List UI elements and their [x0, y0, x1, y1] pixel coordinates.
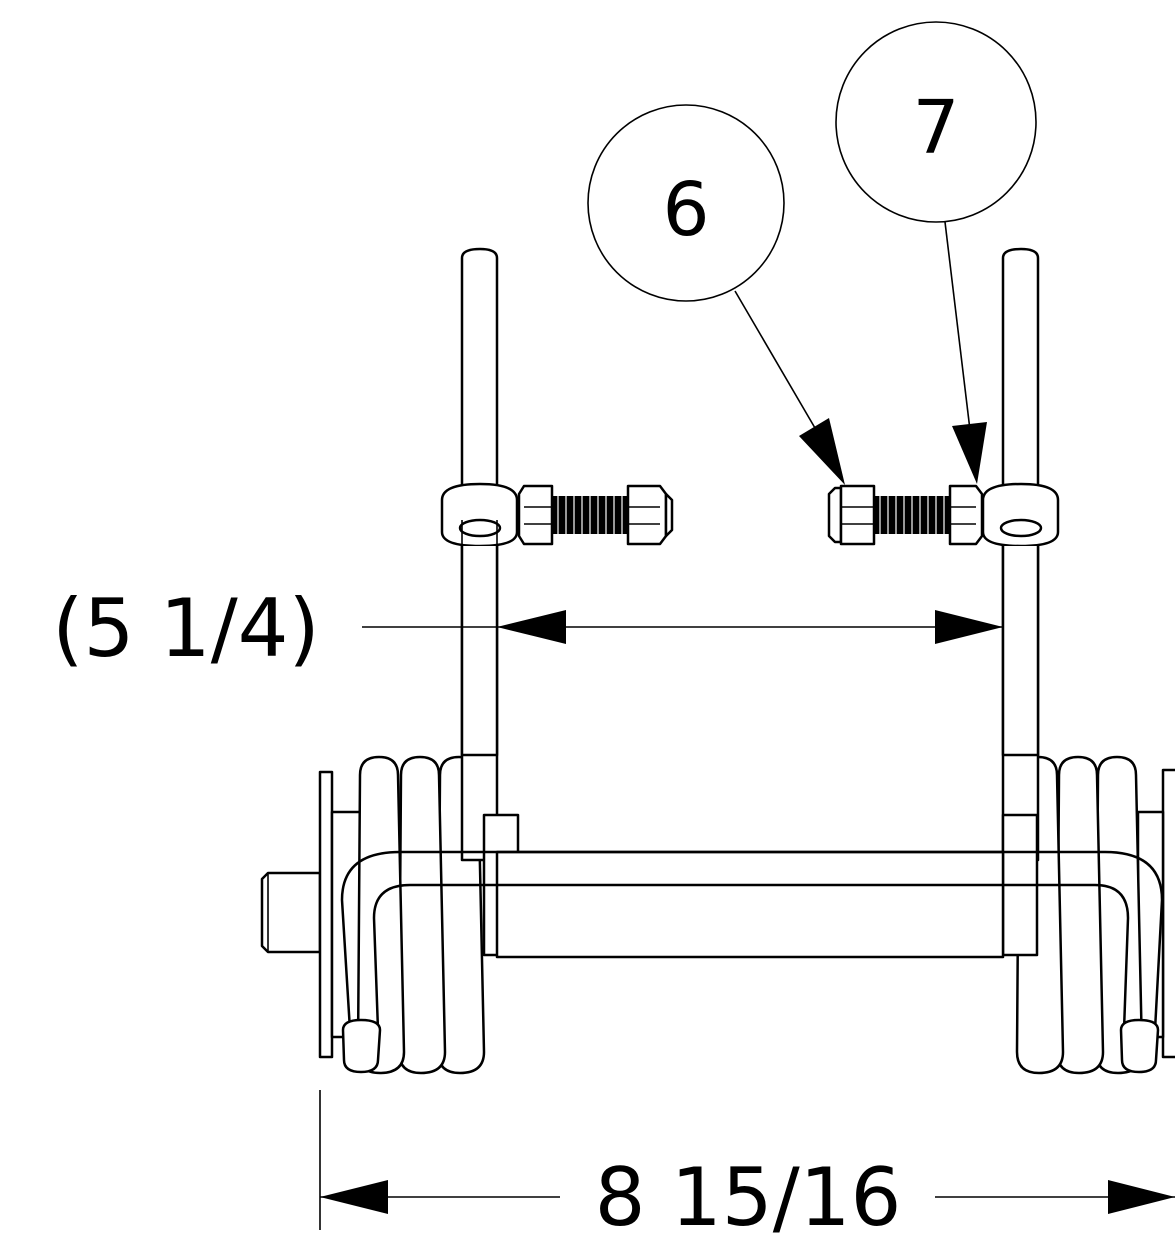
left-bolt-assembly: [517, 484, 674, 546]
balloon-6: 6: [587, 104, 845, 485]
overall-width-label: 8 15/16: [595, 1151, 902, 1242]
dimension-arrowhead: [935, 610, 1003, 644]
right-bolt-assembly: [827, 484, 984, 546]
left-spring-assembly: [260, 247, 519, 1075]
balloon-circle: [587, 104, 785, 302]
balloon-circle: [835, 21, 1037, 223]
left-end-plate: [318, 770, 334, 1059]
leader-arrowhead: [799, 418, 845, 485]
leader-arrowhead: [952, 422, 987, 484]
balloon-7: 7: [835, 21, 1037, 484]
dimension-arrowhead: [320, 1180, 388, 1214]
nut: [948, 484, 984, 546]
right-coil: [1055, 755, 1105, 1075]
dimension-inner-width: (5 1/4): [52, 582, 1003, 675]
dimension-arrowhead: [497, 610, 566, 644]
right-end-plate: [1161, 768, 1175, 1059]
axle-stub: [260, 871, 322, 954]
u-bar-bracket: [340, 850, 1164, 1074]
inner-width-label: (5 1/4): [52, 582, 320, 675]
dimension-overall-width: 8 15/16: [319, 1090, 1175, 1242]
axle-tube: [482, 813, 1039, 959]
balloon-7-label: 7: [912, 85, 959, 171]
nut: [517, 484, 554, 546]
left-coil: [397, 755, 447, 1075]
nut: [626, 484, 668, 546]
nut: [839, 484, 876, 546]
balloon-6-label: 6: [662, 167, 709, 253]
dimension-arrowhead: [1108, 1180, 1175, 1214]
